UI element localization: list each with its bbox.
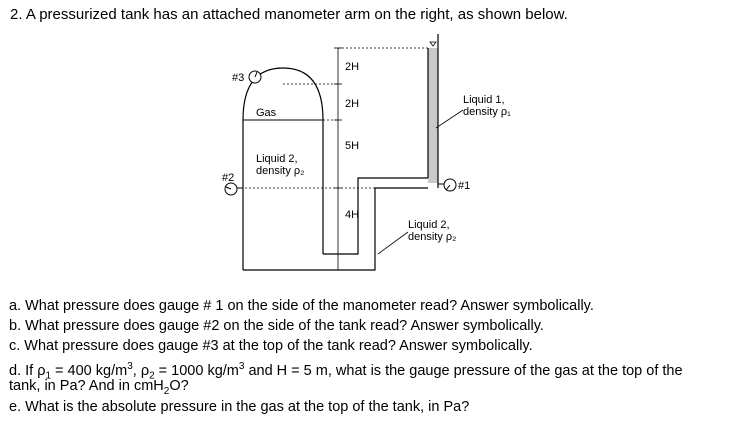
question-c: c. What pressure does gauge #3 at the to… [9, 338, 533, 354]
liquid1-leader [435, 109, 464, 129]
liquid2-tank-label-line2: density ρ₂ [256, 165, 304, 177]
liquid2-bottom-label-line1: Liquid 2, [408, 219, 450, 231]
question-e: e. What is the absolute pressure in the … [9, 399, 470, 415]
dim-label-2h-top: 2H [345, 61, 359, 73]
liquid2-tank-label-line1: Liquid 2, [256, 153, 298, 165]
gauge1-label: #1 [458, 180, 470, 192]
question-b: b. What pressure does gauge #2 on the si… [9, 318, 544, 334]
gauge3-label: #3 [232, 72, 244, 84]
question-d-line1: d. If ρ1 = 400 kg/m3, ρ2 = 1000 kg/m3 an… [9, 361, 683, 382]
utube-outline [243, 187, 428, 271]
free-surface-icon [429, 41, 437, 47]
question-a: a. What pressure does gauge # 1 on the s… [9, 298, 594, 314]
dim-label-2h-mid: 2H [345, 98, 359, 110]
manometer-diagram: 2H 2H 5H 4H #3 #2 #1 Gas Liquid 2, densi… [222, 34, 511, 271]
liquid1-column [428, 48, 438, 183]
problem-title: 2. A pressurized tank has an attached ma… [10, 6, 568, 23]
liquid2-bottom-leader [377, 231, 409, 255]
liquid1-label-line2: density ρ₁ [463, 106, 511, 118]
gauge2-label: #2 [222, 172, 234, 184]
dim-label-4h: 4H [345, 209, 359, 221]
gas-label: Gas [256, 107, 277, 119]
tank-outline [242, 67, 324, 270]
liquid2-bottom-label-line2: density ρ₂ [408, 231, 456, 243]
question-d-line2: tank, in Pa? And in cmH2O? [9, 378, 189, 397]
dim-label-5h: 5H [345, 140, 359, 152]
utube-inner [323, 177, 428, 255]
liquid1-label-line1: Liquid 1, [463, 94, 505, 106]
